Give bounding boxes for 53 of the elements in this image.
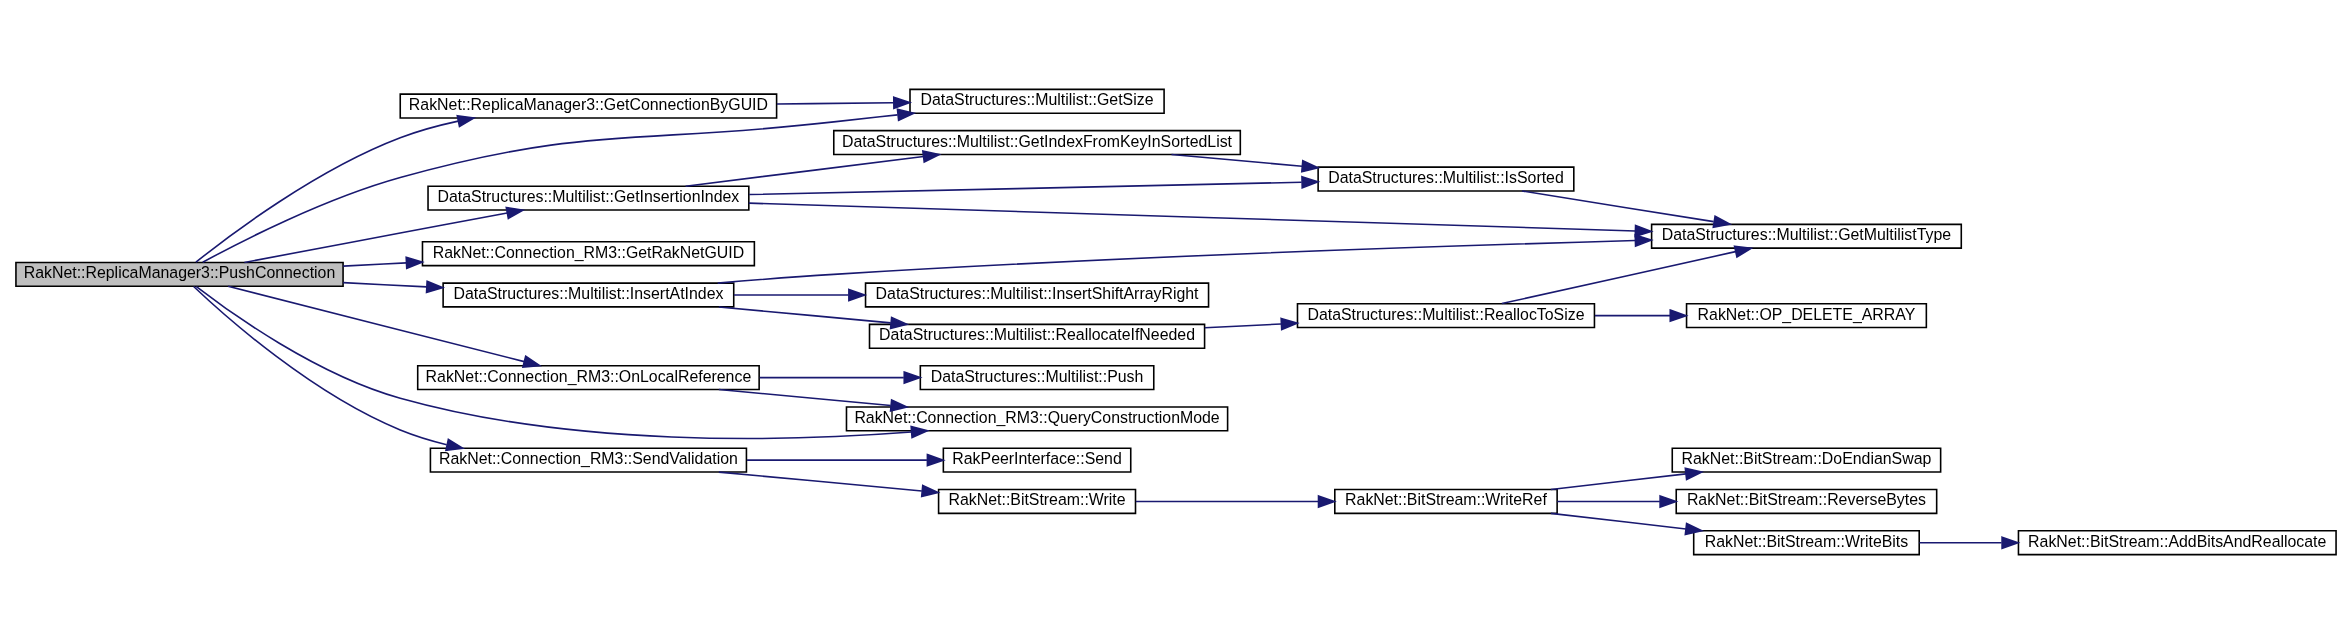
node-box: RakPeerInterface::Send [942,446,1132,473]
arrow [1135,494,1337,508]
node-box: DataStructures::Multilist::ReallocToSize [1296,302,1596,328]
arrow [718,388,910,412]
arrow [342,279,446,293]
node-box: DataStructures::Multilist::GetMultilistType [1650,223,1963,249]
arrow [1550,512,1705,536]
arrow [718,305,910,329]
arrow [195,285,930,439]
arrow [776,95,913,109]
node-box: RakNet::Connection_RM3::QueryConstructionMode [845,405,1229,432]
node-box: DataStructures::Multilist::InsertShiftArrayRight [864,281,1210,308]
node-box: DataStructures::Multilist::InsertAtIndex [442,281,735,308]
arrow [748,175,1321,195]
arrow [1918,535,2021,549]
arrow [243,206,526,263]
node-box: RakNet::BitStream::Write [937,488,1137,514]
arrow [1204,316,1300,331]
arrow [201,107,917,263]
arrow [195,114,477,263]
node-box: RakNet::OP_DELETE_ARRAY [1685,302,1928,328]
arrow [758,370,923,384]
node-box: DataStructures::Multilist::GetInsertionIndex [427,184,750,211]
arrow [1170,153,1321,173]
node-box: RakNet::Connection_RM3::GetRakNetGUID [421,240,756,266]
arrow [718,470,941,498]
node-box: DataStructures::Multilist::Push [919,364,1155,390]
arrow [746,452,946,467]
node-box: DataStructures::Multilist::GetIndexFromKeyInSortedList [833,129,1242,155]
arrow [716,233,1654,284]
node-box: RakNet::BitStream::WriteBits [1692,529,1920,555]
arrow [748,201,1654,238]
node-box: RakNet::Connection_RM3::OnLocalReference [416,364,760,390]
node-box: RakNet::ReplicaManager3::PushConnection [15,261,344,287]
arrow [733,287,868,302]
arrow [1521,189,1733,228]
arrow [1550,466,1705,490]
node-box: DataStructures::Multilist::IsSorted [1317,165,1575,192]
node-box: DataStructures::Multilist::ReallocateIfNeeded [868,323,1206,349]
node-box: RakNet::BitStream::ReverseBytes [1675,488,1938,514]
node-box: RakNet::BitStream::WriteRef [1334,488,1558,514]
arrow [227,285,543,368]
arrow [684,149,942,187]
node-box: DataStructures::Multilist::GetSize [909,88,1165,114]
node-box: RakNet::BitStream::AddBitsAndReallocate [2017,529,2337,555]
arrow [1501,244,1754,304]
node-box: RakNet::BitStream::DoEndianSwap [1671,446,1942,473]
node-box: RakNet::ReplicaManager3::GetConnectionByGUID [399,92,778,119]
node-box: RakNet::Connection_RM3::SendValidation [429,446,748,473]
arrow [1556,494,1679,508]
arrow [342,255,425,270]
arrow [192,285,466,451]
arrow [1594,308,1689,322]
